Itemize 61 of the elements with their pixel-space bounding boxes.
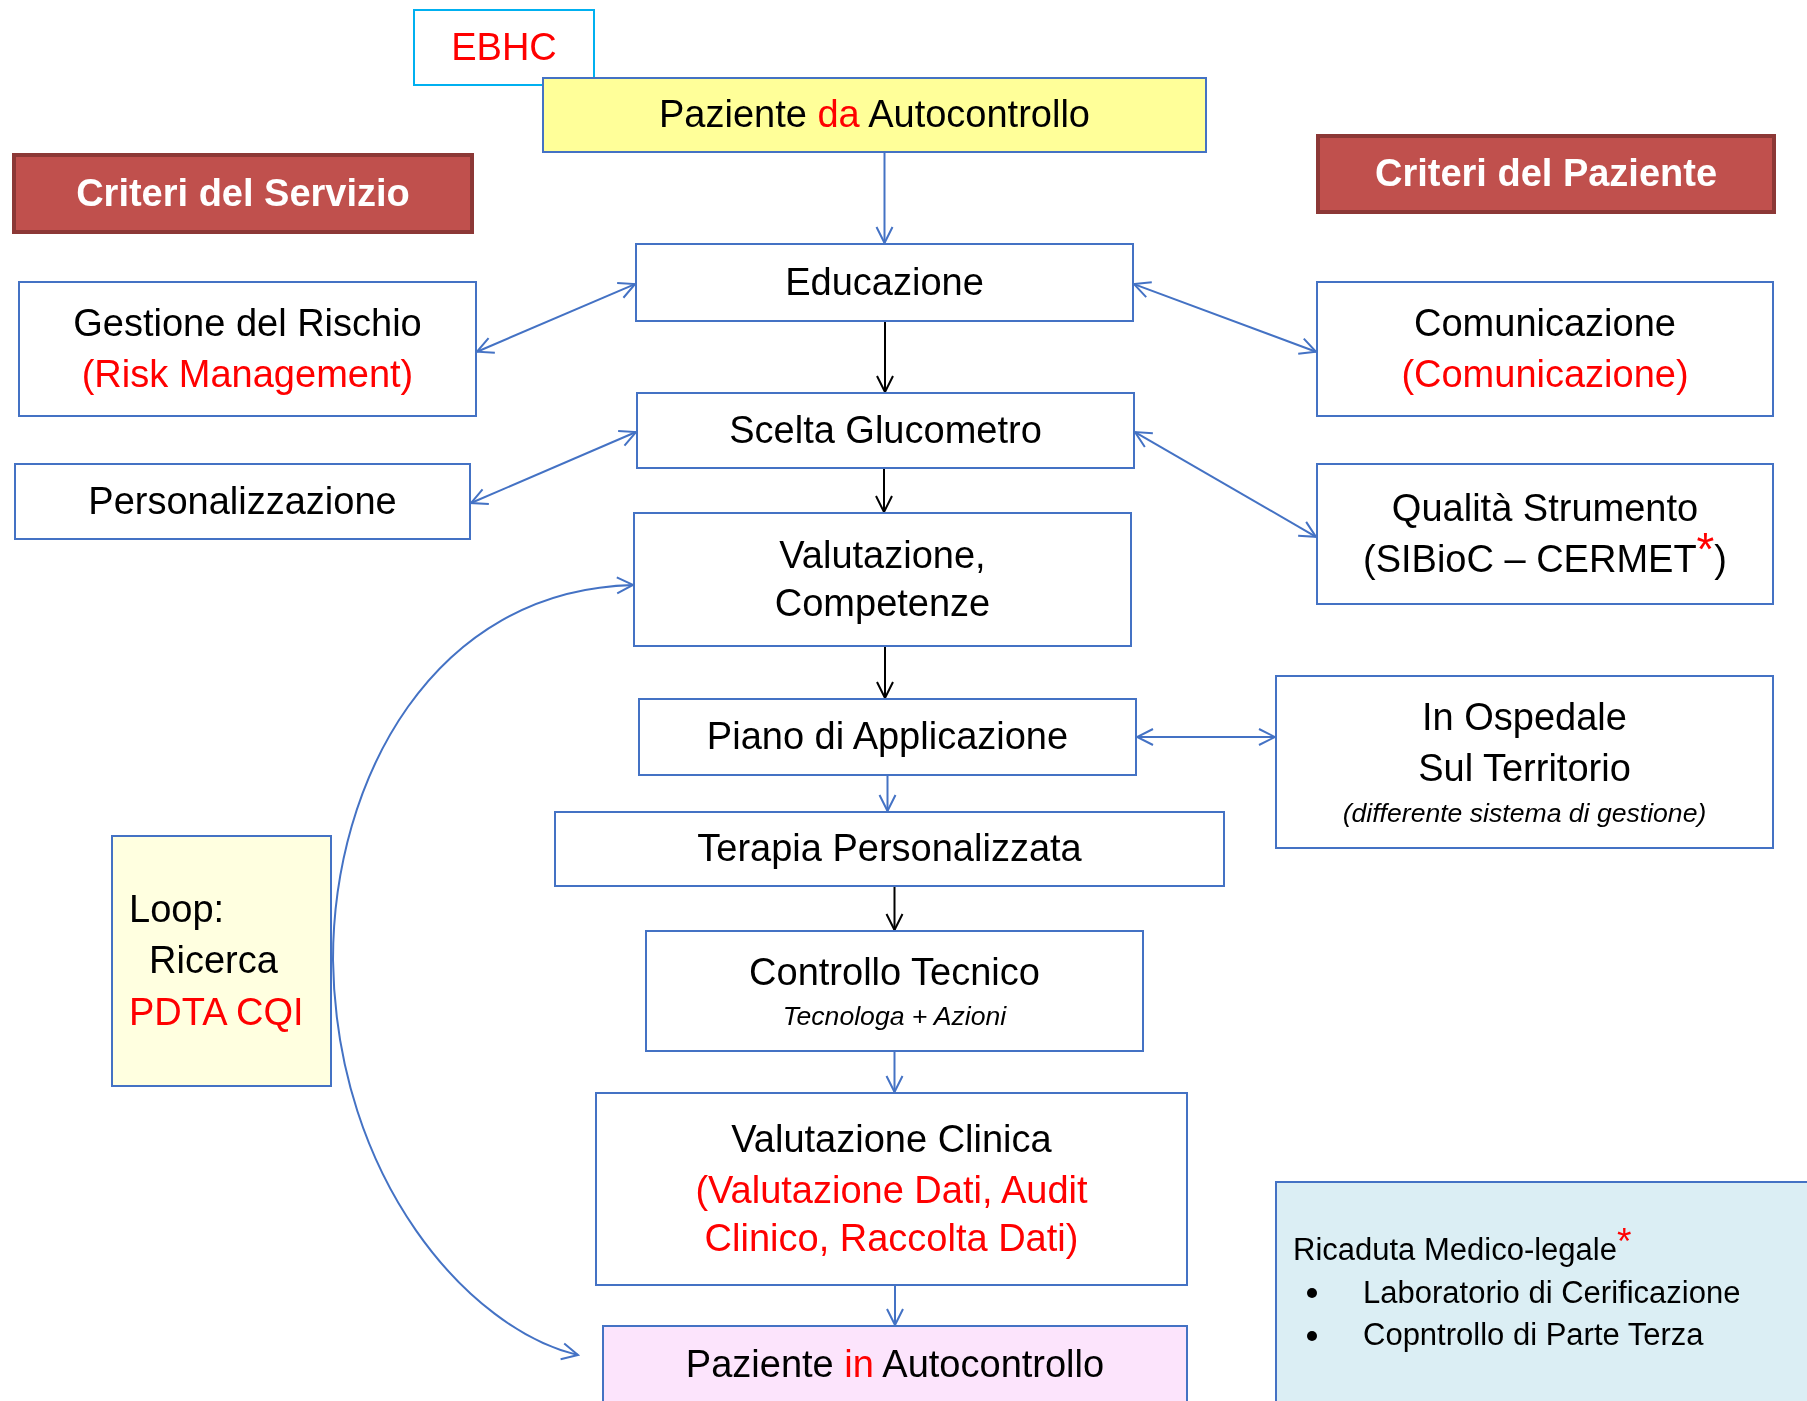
box-text: (Comunicazione)	[1401, 352, 1689, 397]
process-box	[595, 1092, 1188, 1286]
arrow	[1133, 281, 1317, 355]
process-box	[633, 512, 1132, 647]
process-box	[635, 243, 1134, 322]
arrow	[1136, 728, 1276, 746]
box-text: Piano di Applicazione	[706, 714, 1069, 760]
loop-box	[111, 835, 332, 1087]
arrow	[1134, 431, 1317, 538]
box-text: (differente sistema di gestione)	[1342, 796, 1707, 830]
box-text: Tecnologa + Azioni	[782, 1000, 1007, 1034]
process-box	[645, 930, 1144, 1052]
box-text: (Risk Management)	[81, 352, 414, 397]
arrow	[886, 1285, 904, 1326]
start-box	[542, 77, 1207, 153]
category-banner	[1316, 134, 1776, 214]
box-text: Paziente da Autocontrollo	[659, 92, 1090, 138]
box-text: In Ospedale	[1422, 694, 1627, 740]
box-text: Personalizzazione	[88, 478, 397, 524]
banner-text: Criteri del Paziente	[1374, 151, 1718, 197]
arrow	[885, 1051, 904, 1093]
box-text: Educazione	[785, 259, 984, 305]
box-text: Valutazione, Competenze	[773, 533, 992, 626]
arrow	[878, 775, 897, 812]
box-text: Controllo Tecnico	[749, 949, 1040, 995]
box-text: Ricerca	[148, 938, 278, 984]
arrow	[332, 577, 634, 1359]
label-box	[413, 9, 595, 86]
end-box	[602, 1325, 1188, 1401]
category-banner	[12, 153, 474, 234]
criteria-box	[1316, 281, 1774, 417]
arrow	[470, 430, 637, 506]
arrow	[875, 468, 893, 513]
bullet-text: Laboratorio di Cerificazione	[1363, 1273, 1741, 1312]
box-text: Qualità Strumento	[1391, 485, 1699, 531]
box-text: PDTA CQI	[129, 989, 304, 1035]
setting-box	[1275, 675, 1774, 849]
box-text: Loop:	[129, 886, 225, 932]
box-text: Scelta Glucometro	[729, 407, 1042, 453]
process-box	[636, 392, 1135, 469]
criteria-box	[18, 281, 477, 417]
arrow	[476, 282, 636, 354]
arrow	[876, 321, 894, 393]
process-box	[638, 698, 1137, 776]
box-text: Sul Territorio	[1418, 746, 1631, 792]
box-text: Paziente in Autocontrollo	[685, 1342, 1105, 1388]
arrow	[875, 152, 894, 244]
box-text: Comunicazione	[1414, 300, 1676, 346]
note-box	[1275, 1181, 1807, 1401]
box-text: Valutazione Clinica	[731, 1116, 1052, 1162]
box-text: Terapia Personalizzata	[697, 826, 1082, 872]
box-text: (Valutazione Dati, Audit Clinico, Raccolta Dati)	[694, 1168, 1089, 1261]
arrow	[876, 646, 894, 699]
arrow	[885, 886, 904, 931]
criteria-box	[1316, 463, 1774, 605]
banner-text: Criteri del Servizio	[76, 170, 410, 216]
criteria-box	[14, 463, 471, 540]
box-text: EBHC	[451, 24, 557, 70]
box-text: Gestione del Rischio	[73, 300, 422, 346]
bullet-text: Copntrollo di Parte Terza	[1363, 1316, 1704, 1355]
process-box	[554, 811, 1225, 887]
